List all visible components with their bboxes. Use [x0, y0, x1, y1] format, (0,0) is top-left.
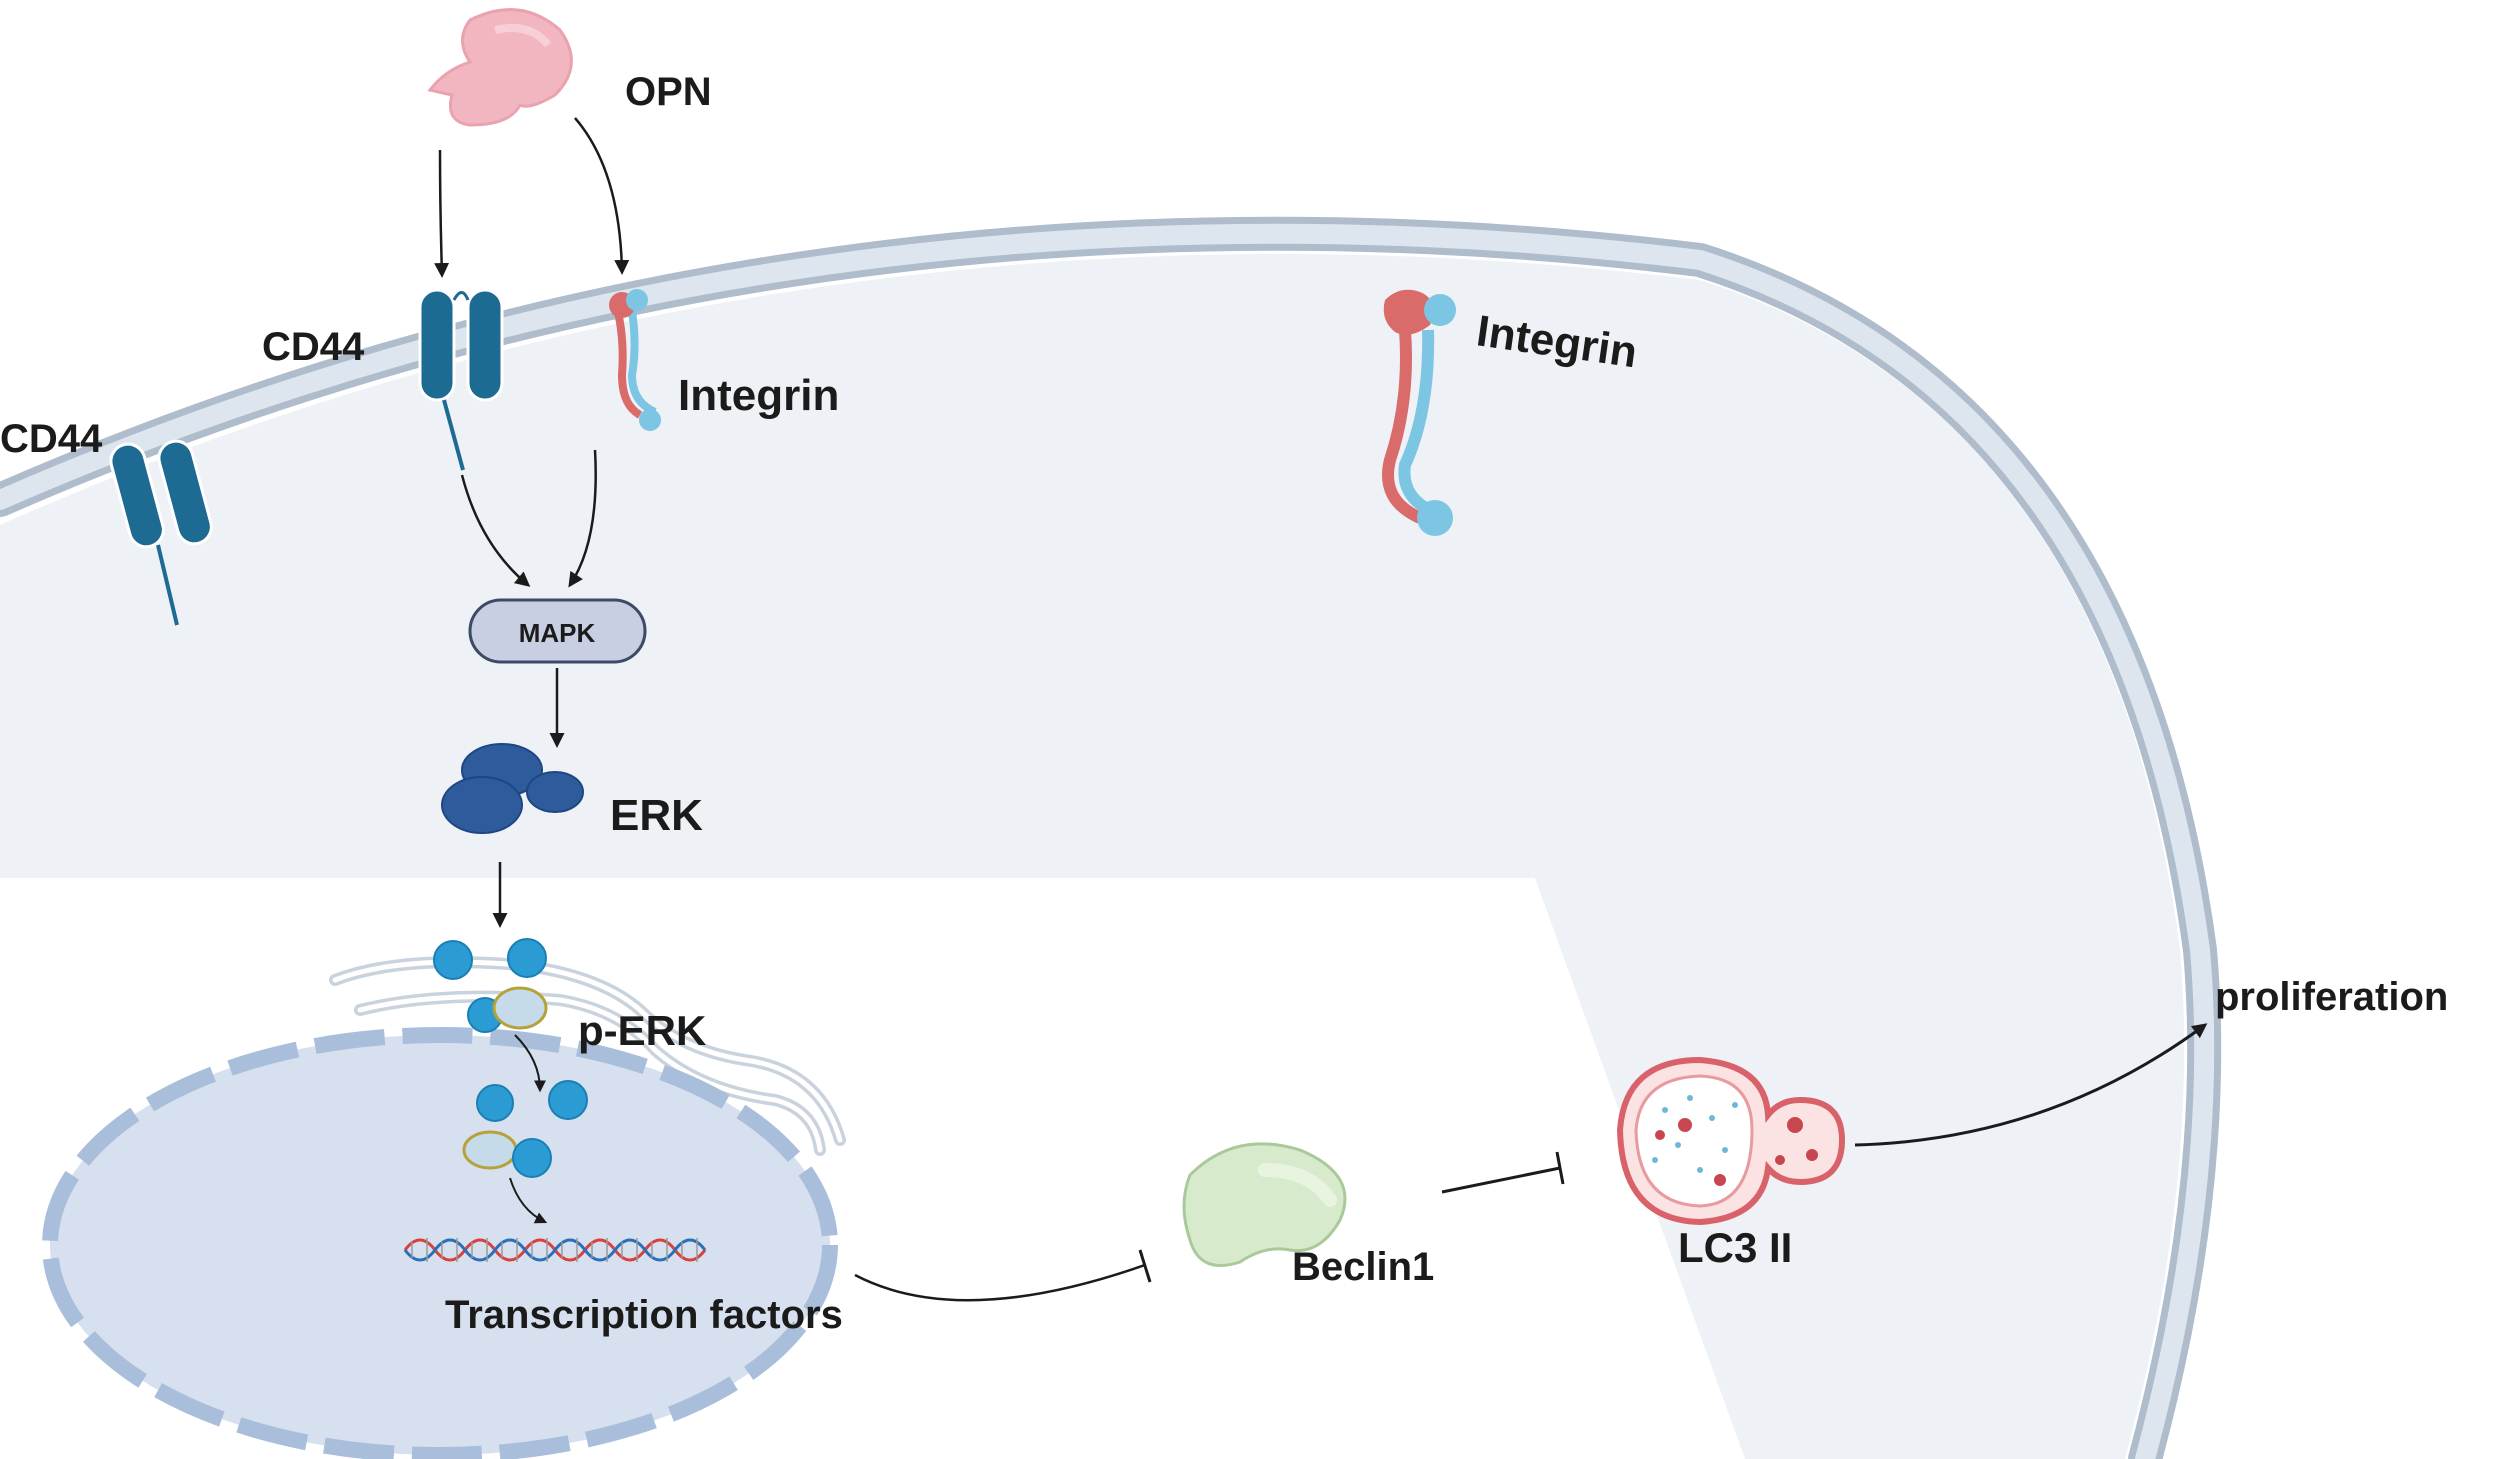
proliferation-label: proliferation	[2215, 975, 2448, 1019]
erk-label: ERK	[610, 791, 703, 840]
mapk-label: MAPK	[519, 618, 596, 648]
inhibition-beclin1-to-lc3	[1441, 1151, 1565, 1194]
cd44-top-label: CD44	[262, 325, 365, 369]
lc3-ii-autophagosome-icon	[1616, 1056, 1846, 1226]
cd44-receptor-left-icon	[109, 439, 213, 626]
mapk-node: MAPK	[468, 598, 647, 664]
arrow-perk-to-dna	[509, 1177, 548, 1224]
integrin-top-icon	[609, 289, 661, 431]
opn-label: OPN	[625, 70, 712, 114]
arrow-opn-to-cd44	[434, 149, 450, 278]
cd44-receptor-top-icon	[418, 288, 504, 471]
arrow-cd44-to-mapk	[460, 474, 531, 587]
dna-helix-icon	[403, 1238, 707, 1262]
arrow-integrin-to-mapk	[568, 449, 597, 588]
beclin1-icon	[1182, 1142, 1347, 1267]
inhibition-tf-to-beclin1	[854, 1249, 1152, 1302]
p-erk-label: p-ERK	[578, 1007, 706, 1054]
beclin1-label: Beclin1	[1292, 1245, 1434, 1289]
arrow-opn-to-integrin	[574, 117, 630, 275]
transcription-factors-label: Transcription factors	[445, 1293, 843, 1337]
lc3-ii-label: LC3 II	[1678, 1224, 1792, 1271]
arrow-lc3-to-proliferation	[1854, 1023, 2208, 1147]
p-erk-nuclear-molecules	[462, 1080, 588, 1178]
opn-protein-icon	[427, 8, 573, 127]
cd44-left-label: CD44	[0, 417, 103, 461]
erk-cluster-icon	[441, 743, 584, 834]
p-erk-molecules	[433, 938, 548, 1033]
integrin-top-label: Integrin	[678, 371, 839, 420]
arrow-perk-into-nucleus	[514, 1034, 546, 1093]
integrin-right-icon	[1382, 289, 1456, 536]
